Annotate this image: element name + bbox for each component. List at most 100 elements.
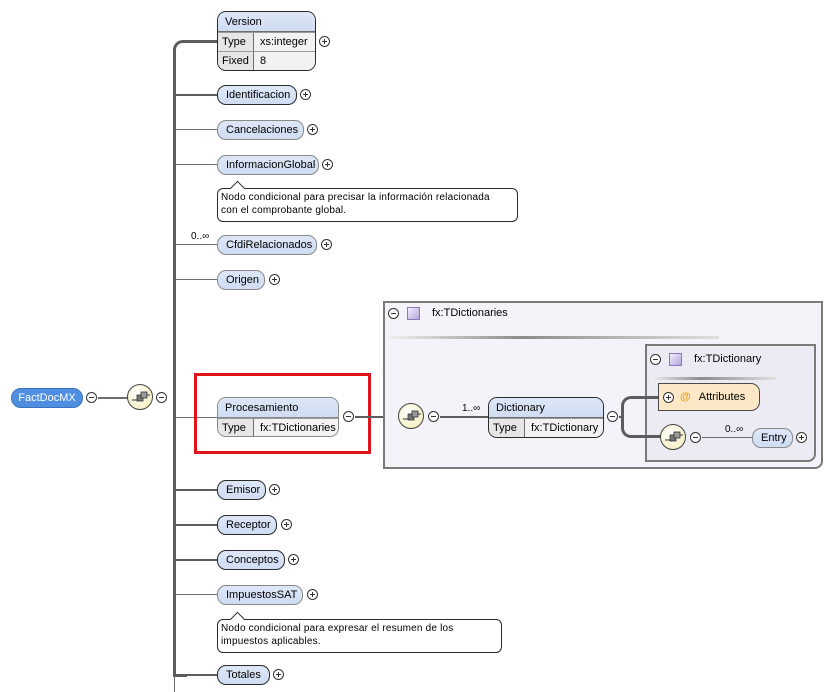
- connector-line: [619, 416, 622, 418]
- highlight-box: [194, 373, 371, 454]
- occurrence-label: 0..∞: [191, 231, 210, 242]
- row-value: fx:TDictionaries: [254, 419, 338, 436]
- connector-line: [176, 244, 217, 245]
- annotation-impuestossat: Nodo condicional para expresar el resume…: [217, 611, 502, 653]
- collapse-tdictionary-button[interactable]: [650, 354, 661, 365]
- element-entry[interactable]: Entry: [752, 428, 793, 448]
- element-emisor[interactable]: Emisor: [217, 480, 266, 500]
- row-value: 8: [254, 52, 315, 70]
- collapse-procesamiento-button[interactable]: [343, 411, 354, 422]
- root-element-label: FactDocMX: [18, 392, 76, 404]
- expand-cfdirelacionados-button[interactable]: [321, 239, 332, 250]
- branch-connector: [621, 396, 661, 438]
- element-procesamiento-label: Procesamiento: [218, 398, 338, 418]
- element-version-label: Version: [218, 12, 315, 32]
- root-element-factdocmx[interactable]: FactDocMX: [11, 388, 83, 408]
- header-divider: [651, 377, 776, 380]
- expand-attributes-button[interactable]: [663, 391, 674, 403]
- element-dictionary-label: Dictionary: [489, 398, 603, 418]
- connector-line: [186, 40, 217, 43]
- connector-line: [355, 416, 398, 418]
- spine-top-corner: [173, 40, 187, 54]
- row-key: Type: [218, 419, 254, 436]
- connector-line: [176, 594, 217, 595]
- element-label: Identificacion: [226, 89, 291, 101]
- expand-identificacion-button[interactable]: [300, 89, 311, 100]
- element-informacionglobal[interactable]: InformacionGlobal: [217, 155, 319, 175]
- sequence-compositor-icon[interactable]: [660, 424, 686, 450]
- element-label: Receptor: [226, 519, 271, 531]
- element-origen[interactable]: Origen: [217, 270, 265, 290]
- connector-line: [176, 129, 217, 130]
- sequence-compositor-icon[interactable]: [398, 403, 424, 429]
- collapse-root-button[interactable]: [86, 392, 97, 403]
- tree-spine: [173, 50, 176, 676]
- annotation-informacionglobal: Nodo condicional para precisar la inform…: [217, 180, 518, 222]
- expand-emisor-button[interactable]: [269, 484, 280, 495]
- expand-origen-button[interactable]: [269, 274, 280, 285]
- annotation-line: con el comprobante global.: [221, 205, 347, 216]
- collapse-dictionary-button[interactable]: [607, 411, 618, 422]
- element-conceptos[interactable]: Conceptos: [217, 550, 285, 570]
- row-value: xs:integer: [254, 33, 315, 51]
- row-key: Type: [489, 419, 525, 437]
- occurrence-label: 1..∞: [462, 403, 481, 414]
- attributes-label: Attributes: [698, 391, 746, 403]
- header-divider: [389, 336, 719, 339]
- element-receptor[interactable]: Receptor: [217, 515, 277, 535]
- connector-line: [176, 524, 217, 526]
- element-totales[interactable]: Totales: [217, 665, 270, 685]
- expand-impuestossat-button[interactable]: [307, 589, 318, 600]
- connector-line: [176, 164, 217, 165]
- element-label: ImpuestosSAT: [226, 589, 298, 601]
- expand-entry-button[interactable]: [796, 432, 807, 443]
- expand-cancelaciones-button[interactable]: [307, 124, 318, 135]
- element-label: Entry: [761, 432, 787, 444]
- complex-type-icon: [407, 306, 420, 320]
- connector-line: [702, 437, 752, 438]
- element-label: Cancelaciones: [226, 124, 299, 136]
- connector-line: [176, 94, 217, 96]
- expand-totales-button[interactable]: [273, 669, 284, 680]
- annotation-line: Nodo condicional para precisar la inform…: [221, 192, 490, 203]
- annotation-line: Nodo condicional para expresar el resume…: [221, 623, 454, 634]
- element-label: CfdiRelacionados: [226, 239, 313, 251]
- tree-spine-continuation: [174, 676, 175, 692]
- element-cfdirelacionados[interactable]: CfdiRelacionados: [217, 235, 317, 255]
- connector-line: [176, 279, 217, 280]
- spine-bottom-corner: [173, 663, 187, 677]
- attributes-group[interactable]: @ Attributes: [658, 383, 760, 411]
- element-label: Origen: [226, 274, 260, 286]
- complex-type-title: fx:TDictionary: [694, 353, 762, 365]
- occurrence-label: 0..∞: [725, 424, 744, 435]
- connector-line: [98, 397, 128, 399]
- complex-type-icon: [669, 352, 682, 366]
- element-cancelaciones[interactable]: Cancelaciones: [217, 120, 304, 140]
- sequence-compositor-icon[interactable]: [127, 384, 153, 410]
- expand-informacionglobal-button[interactable]: [322, 159, 333, 170]
- collapse-sequence-button[interactable]: [428, 411, 439, 422]
- row-key: Type: [218, 33, 254, 51]
- connector-line: [440, 416, 488, 418]
- row-key: Fixed: [218, 52, 254, 70]
- collapse-tdictionaries-button[interactable]: [388, 308, 399, 319]
- element-identificacion[interactable]: Identificacion: [217, 85, 297, 105]
- expand-version-button[interactable]: [319, 36, 330, 47]
- element-label: Emisor: [226, 484, 261, 496]
- collapse-sequence-button[interactable]: [690, 432, 701, 443]
- expand-conceptos-button[interactable]: [288, 554, 299, 565]
- expand-receptor-button[interactable]: [281, 519, 292, 530]
- row-value: fx:TDictionary: [525, 419, 603, 437]
- element-impuestossat[interactable]: ImpuestosSAT: [217, 585, 303, 605]
- complex-type-title: fx:TDictionaries: [432, 307, 508, 319]
- connector-line: [176, 489, 217, 491]
- collapse-sequence-button[interactable]: [156, 392, 167, 403]
- attribute-at-icon: @: [680, 391, 691, 403]
